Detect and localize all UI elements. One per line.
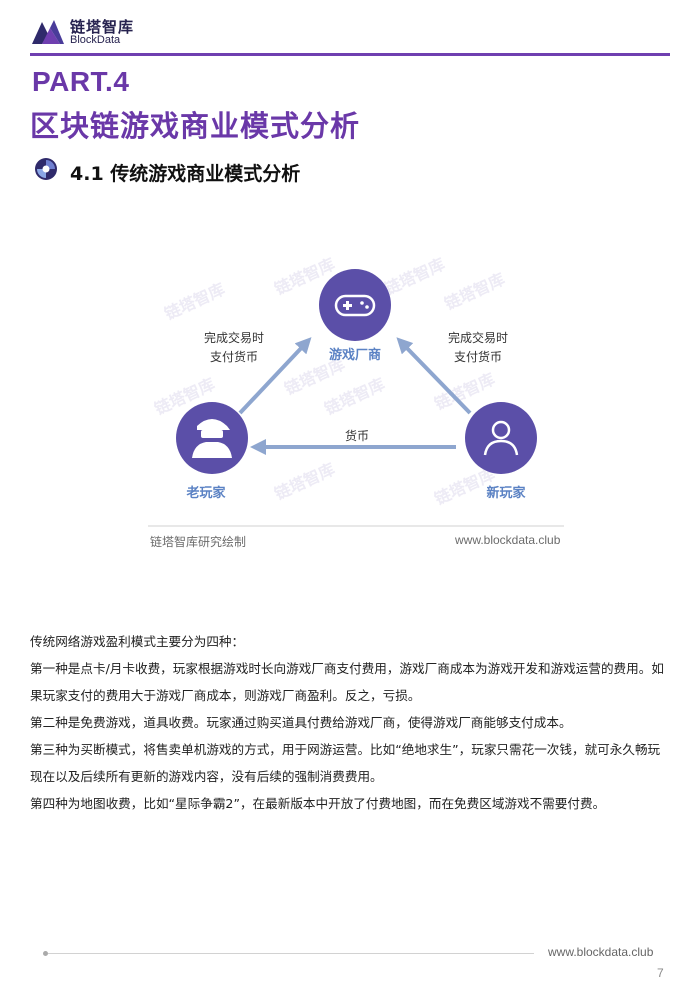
player-cap-icon (192, 419, 232, 458)
body-paragraph-intro: 传统网络游戏盈利模式主要分为四种： (30, 634, 245, 649)
old-player-label: 老玩家 (185, 485, 226, 501)
diagram-source-caption: 链塔智库研究绘制 (150, 535, 247, 549)
footer-url[interactable]: www.blockdata.club (548, 945, 654, 959)
watermark-text: 链塔智库 (382, 254, 448, 298)
footer-dot (43, 951, 48, 956)
logo-english-name: BlockData (70, 34, 121, 46)
header-divider (30, 53, 670, 56)
body-text: 传统网络游戏盈利模式主要分为四种： 第一种是点卡/月卡收费，玩家根据游戏时长向游… (30, 628, 670, 817)
section-title: 4.1 传统游戏商业模式分析 (70, 163, 301, 185)
business-model-diagram: 链塔智库 链塔智库 链塔智库 链塔智库 链塔智库 链塔智库 链塔智库 链塔智库 … (148, 254, 564, 527)
body-paragraph-3: 第三种为买断模式，将售卖单机游戏的方式，用于网游运营。比如“绝地求生”，玩家只需… (30, 742, 661, 784)
body-paragraph-1: 第一种是点卡/月卡收费，玩家根据游戏时长向游戏厂商支付费用，游戏厂商成本为游戏开… (30, 661, 664, 703)
right-edge-label-line1: 完成交易时 (448, 330, 508, 345)
old-player-node: 老玩家 (176, 402, 248, 501)
watermark-text: 链塔智库 (442, 269, 508, 313)
section-bullet-icon (35, 158, 57, 180)
part-label: PART.4 (32, 66, 130, 97)
body-paragraph-4: 第四种为地图收费，比如“星际争霸2”，在最新版本中开放了付费地图，而在免费区域游… (30, 796, 606, 811)
watermark-text: 链塔智库 (322, 374, 388, 418)
left-edge-label-line2: 支付货币 (210, 349, 258, 364)
gamepad-icon (334, 294, 376, 317)
watermark-text: 链塔智库 (162, 279, 228, 323)
vendor-node: 游戏厂商 (319, 269, 391, 363)
arrow-new-to-vendor (396, 337, 472, 415)
page-number: 7 (657, 966, 664, 980)
logo-chinese-name: 链塔智库 (70, 18, 135, 36)
person-icon (483, 420, 519, 456)
part-title: 区块链游戏商业模式分析 (30, 109, 361, 143)
footer-divider (48, 953, 534, 954)
arrow-old-to-vendor (238, 337, 312, 415)
watermark-text: 链塔智库 (272, 459, 338, 503)
vendor-label: 游戏厂商 (329, 347, 381, 363)
new-player-label: 新玩家 (486, 485, 526, 501)
new-player-node: 新玩家 (465, 402, 537, 501)
body-paragraph-2: 第二种是免费游戏，道具收费。玩家通过购买道具付费给游戏厂商，使得游戏厂商能够支付… (30, 715, 572, 730)
diagram-url-caption: www.blockdata.club (455, 533, 561, 547)
blockdata-logo-icon (32, 20, 64, 44)
right-edge-label-line2: 支付货币 (454, 349, 502, 364)
left-edge-label-line1: 完成交易时 (204, 330, 264, 345)
bottom-edge-label: 货币 (345, 428, 369, 443)
